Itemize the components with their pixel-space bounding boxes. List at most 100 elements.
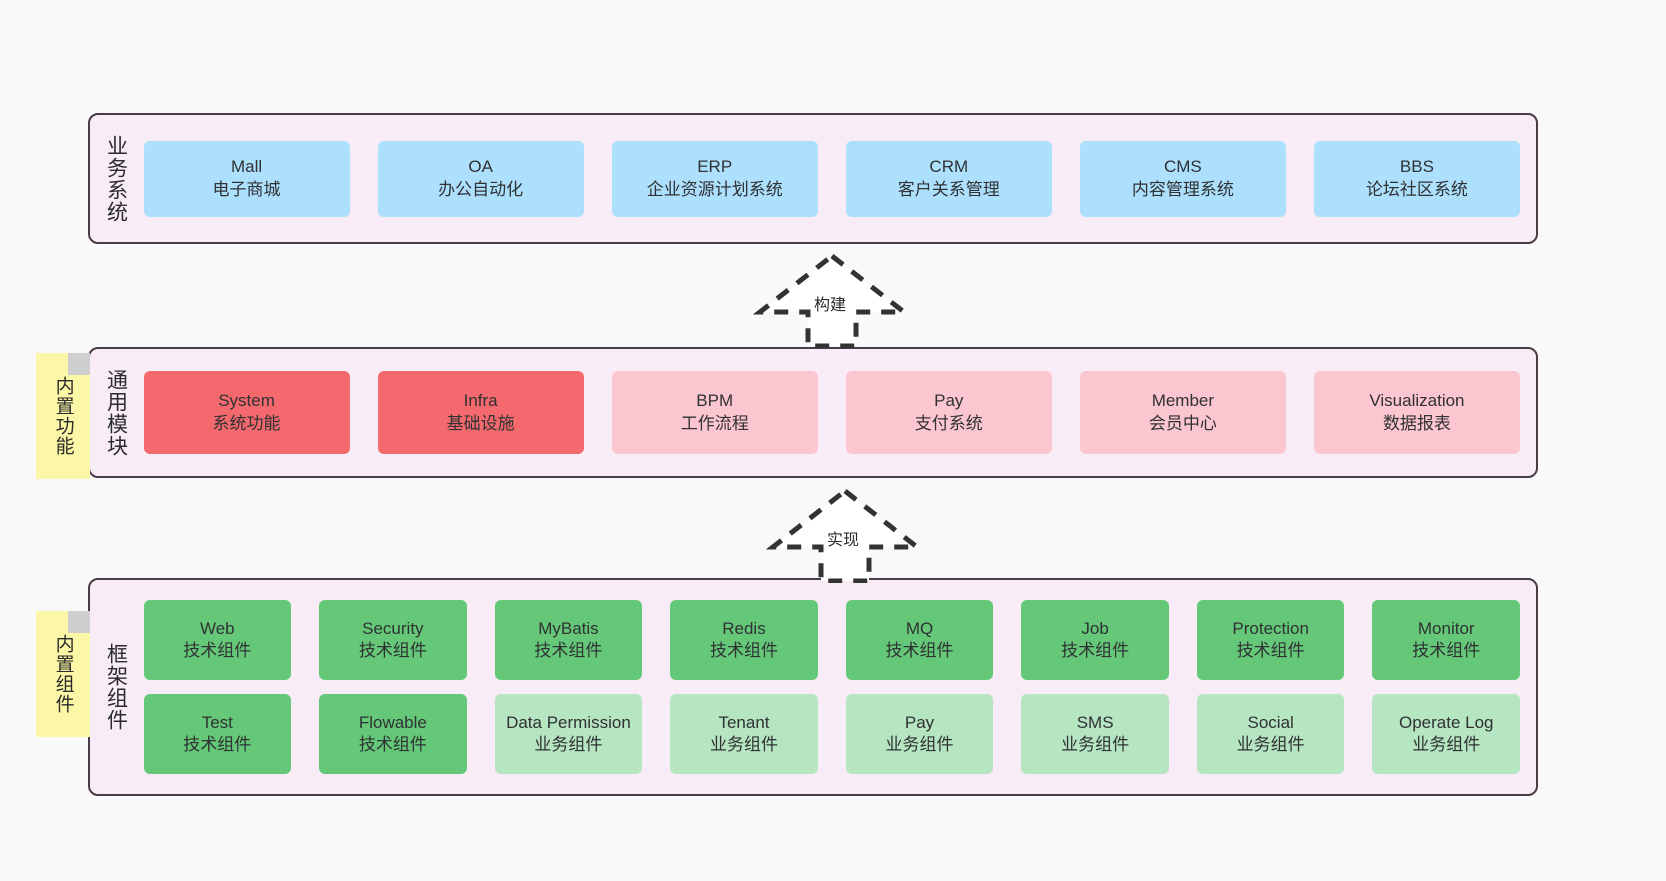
- note-builtin-function: 内置功能: [36, 353, 90, 479]
- box-title: System: [218, 391, 275, 411]
- box-title: Monitor: [1417, 618, 1475, 638]
- box-title: CMS: [1163, 157, 1202, 177]
- box-subtitle: 技术组件: [183, 641, 252, 660]
- box-bbs[interactable]: BBS 论坛社区系统: [1313, 140, 1520, 217]
- box-subtitle: 办公自动化: [438, 179, 524, 199]
- box-title: ERP: [697, 157, 733, 177]
- box-pay-component[interactable]: Pay 业务组件: [845, 694, 994, 774]
- box-title: Redis: [722, 618, 766, 638]
- layer-business-systems-boxes: Mall 电子商城 OA 办公自动化 ERP 企业资源计划系统 CRM 客户关系…: [136, 115, 1536, 242]
- box-subtitle: 技术组件: [534, 641, 603, 660]
- box-subtitle: 基础设施: [446, 413, 515, 433]
- box-redis[interactable]: Redis 技术组件: [670, 600, 818, 680]
- box-title: Pay: [934, 391, 964, 411]
- layer-business-systems: 业务系统 Mall 电子商城 OA 办公自动化 ERP 企业资源计划系统 CRM…: [88, 113, 1538, 244]
- note-fold-corner-icon: [68, 353, 90, 375]
- connector-build: 构建: [752, 250, 912, 348]
- dashed-hollow-arrow-up-icon: [765, 487, 925, 583]
- box-pay-module[interactable]: Pay 支付系统: [845, 371, 1052, 454]
- box-title: CRM: [929, 157, 969, 177]
- box-title: SMS: [1076, 712, 1114, 732]
- layer-business-systems-label: 业务系统: [104, 134, 128, 223]
- box-system[interactable]: System 系统功能: [143, 371, 350, 454]
- box-title: Infra: [463, 391, 498, 411]
- box-erp[interactable]: ERP 企业资源计划系统: [611, 140, 818, 217]
- box-subtitle: 客户关系管理: [897, 179, 1000, 199]
- box-title: Social: [1247, 712, 1294, 732]
- box-title: Protection: [1232, 618, 1309, 638]
- box-subtitle: 电子商城: [212, 179, 281, 199]
- box-title: Operate Log: [1398, 712, 1494, 732]
- dashed-hollow-arrow-up-icon: [752, 252, 912, 348]
- box-title: MyBatis: [538, 618, 599, 638]
- box-title: Web: [199, 618, 235, 638]
- box-subtitle: 系统功能: [212, 413, 281, 433]
- box-subtitle: 论坛社区系统: [1365, 179, 1468, 199]
- box-subtitle: 数据报表: [1382, 413, 1451, 433]
- box-web[interactable]: Web 技术组件: [143, 600, 292, 680]
- box-subtitle: 业务组件: [709, 735, 778, 754]
- box-crm[interactable]: CRM 客户关系管理: [845, 140, 1052, 217]
- box-title: Pay: [904, 712, 935, 732]
- box-infra[interactable]: Infra 基础设施: [377, 371, 584, 454]
- box-subtitle: 企业资源计划系统: [646, 179, 783, 199]
- layer-common-modules: 通用模块 System 系统功能 Infra 基础设施 BPM 工作流程 Pay…: [88, 347, 1538, 478]
- box-sms[interactable]: SMS 业务组件: [1021, 694, 1169, 774]
- box-cms[interactable]: CMS 内容管理系统: [1079, 140, 1286, 217]
- box-protection[interactable]: Protection 技术组件: [1196, 600, 1345, 680]
- box-subtitle: 业务组件: [1236, 735, 1305, 754]
- layer-framework-components: 框架组件 Web 技术组件 Security 技术组件 MyBatis 技术组件…: [88, 578, 1538, 796]
- box-oa[interactable]: OA 办公自动化: [377, 140, 584, 217]
- box-subtitle: 技术组件: [1412, 641, 1481, 660]
- box-title: Data Permission: [506, 712, 631, 732]
- connector-implement: 实现: [765, 485, 925, 583]
- box-title: Job: [1081, 618, 1109, 638]
- box-title: Mall: [230, 157, 263, 177]
- box-flowable[interactable]: Flowable 技术组件: [319, 694, 467, 774]
- connector-build-label: 构建: [814, 297, 847, 314]
- note-builtin-function-label: 内置功能: [52, 376, 74, 456]
- box-tenant[interactable]: Tenant 业务组件: [670, 694, 818, 774]
- layer-framework-components-label: 框架组件: [104, 643, 128, 731]
- box-subtitle: 技术组件: [1061, 641, 1130, 660]
- box-operate-log[interactable]: Operate Log 业务组件: [1372, 694, 1521, 774]
- box-data-permission[interactable]: Data Permission 业务组件: [494, 694, 643, 774]
- box-social[interactable]: Social 业务组件: [1196, 694, 1345, 774]
- box-subtitle: 会员中心: [1148, 413, 1217, 433]
- box-subtitle: 内容管理系统: [1131, 179, 1234, 199]
- box-title: BBS: [1399, 157, 1434, 177]
- box-subtitle: 业务组件: [1412, 735, 1481, 754]
- box-mall[interactable]: Mall 电子商城: [143, 140, 350, 217]
- box-subtitle: 技术组件: [885, 641, 954, 660]
- box-title: BPM: [696, 391, 734, 411]
- box-job[interactable]: Job 技术组件: [1021, 600, 1169, 680]
- box-title: MQ: [905, 618, 934, 638]
- box-subtitle: 技术组件: [358, 641, 427, 660]
- box-bpm[interactable]: BPM 工作流程: [611, 371, 818, 454]
- box-visualization[interactable]: Visualization 数据报表: [1313, 371, 1520, 454]
- box-title: Test: [201, 712, 233, 732]
- box-monitor[interactable]: Monitor 技术组件: [1372, 600, 1521, 680]
- note-builtin-component-label: 内置组件: [52, 634, 74, 714]
- box-subtitle: 业务组件: [534, 735, 603, 754]
- box-security[interactable]: Security 技术组件: [319, 600, 467, 680]
- box-title: Visualization: [1369, 391, 1465, 411]
- box-row-business: Test 技术组件 Flowable 技术组件 Data Permission …: [143, 694, 1521, 774]
- box-row-tech: Web 技术组件 Security 技术组件 MyBatis 技术组件 Redi…: [143, 600, 1521, 680]
- box-row: Mall 电子商城 OA 办公自动化 ERP 企业资源计划系统 CRM 客户关系…: [143, 140, 1520, 217]
- box-subtitle: 工作流程: [680, 413, 749, 433]
- box-test[interactable]: Test 技术组件: [143, 694, 292, 774]
- box-member[interactable]: Member 会员中心: [1079, 371, 1286, 454]
- layer-common-modules-boxes: System 系统功能 Infra 基础设施 BPM 工作流程 Pay 支付系统…: [136, 349, 1536, 476]
- box-subtitle: 技术组件: [709, 641, 778, 660]
- box-title: Security: [362, 618, 424, 638]
- box-subtitle: 技术组件: [183, 735, 252, 754]
- box-mybatis[interactable]: MyBatis 技术组件: [494, 600, 643, 680]
- box-title: Tenant: [718, 712, 770, 732]
- box-subtitle: 技术组件: [1236, 641, 1305, 660]
- box-mq[interactable]: MQ 技术组件: [845, 600, 994, 680]
- layer-common-modules-label: 通用模块: [104, 368, 128, 457]
- box-title: OA: [468, 157, 493, 177]
- box-subtitle: 业务组件: [1061, 735, 1130, 754]
